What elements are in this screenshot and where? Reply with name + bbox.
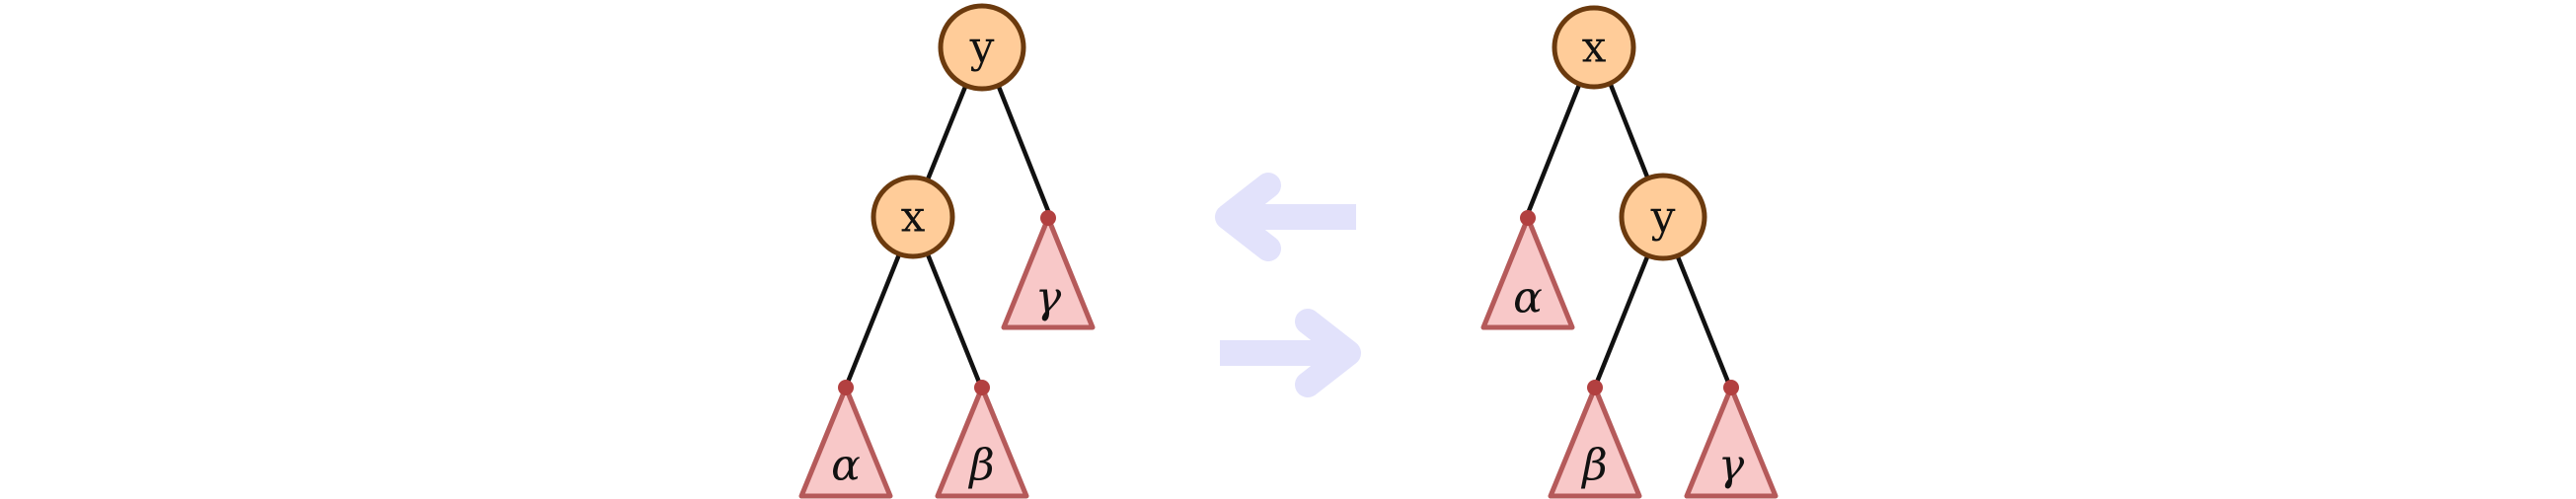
right-edge-x-y xyxy=(1608,82,1651,182)
right-edge-y-beta xyxy=(1593,251,1651,388)
right-alpha-label: α xyxy=(1513,273,1543,323)
right-subtree-gamma: γ xyxy=(1684,380,1779,499)
left-alpha-label: α xyxy=(831,441,861,491)
left-alpha-attach-dot xyxy=(838,380,854,395)
rotate-left-arrow xyxy=(1215,173,1356,261)
left-beta-attach-dot xyxy=(974,380,990,395)
right-tree: x y α β γ xyxy=(1480,5,1779,499)
right-alpha-attach-dot xyxy=(1520,210,1536,226)
right-edge-x-alpha xyxy=(1526,82,1582,214)
left-edge-y-gamma xyxy=(996,84,1051,214)
right-beta-label: β xyxy=(1580,441,1607,491)
left-edge-y-x xyxy=(925,84,968,182)
left-subtree-gamma: γ xyxy=(1001,210,1096,330)
rotate-right-arrow xyxy=(1220,309,1361,397)
right-child-node: y xyxy=(1619,173,1707,261)
left-child-label: x xyxy=(901,192,926,243)
left-subtree-alpha: α xyxy=(798,380,893,499)
left-gamma-attach-dot xyxy=(1040,210,1056,226)
left-root-node: y xyxy=(938,3,1026,92)
right-subtree-alpha: α xyxy=(1480,210,1575,330)
right-child-label: y xyxy=(1650,192,1676,243)
left-edge-x-alpha xyxy=(844,251,902,388)
left-gamma-label: γ xyxy=(1035,273,1062,323)
right-gamma-attach-dot xyxy=(1723,380,1739,395)
right-edge-y-gamma xyxy=(1674,251,1732,388)
right-root-label: x xyxy=(1582,23,1607,73)
left-tree: y x γ α β xyxy=(798,3,1096,499)
right-root-node: x xyxy=(1552,5,1636,90)
right-gamma-label: γ xyxy=(1718,441,1745,491)
right-subtree-beta: β xyxy=(1548,380,1642,499)
right-beta-attach-dot xyxy=(1587,380,1603,395)
left-subtree-beta: β xyxy=(935,380,1029,499)
left-edge-x-beta xyxy=(925,251,983,388)
left-beta-label: β xyxy=(967,441,994,491)
left-root-label: y xyxy=(969,23,995,73)
rotation-arrows xyxy=(1215,173,1361,397)
left-child-node: x xyxy=(871,175,955,259)
